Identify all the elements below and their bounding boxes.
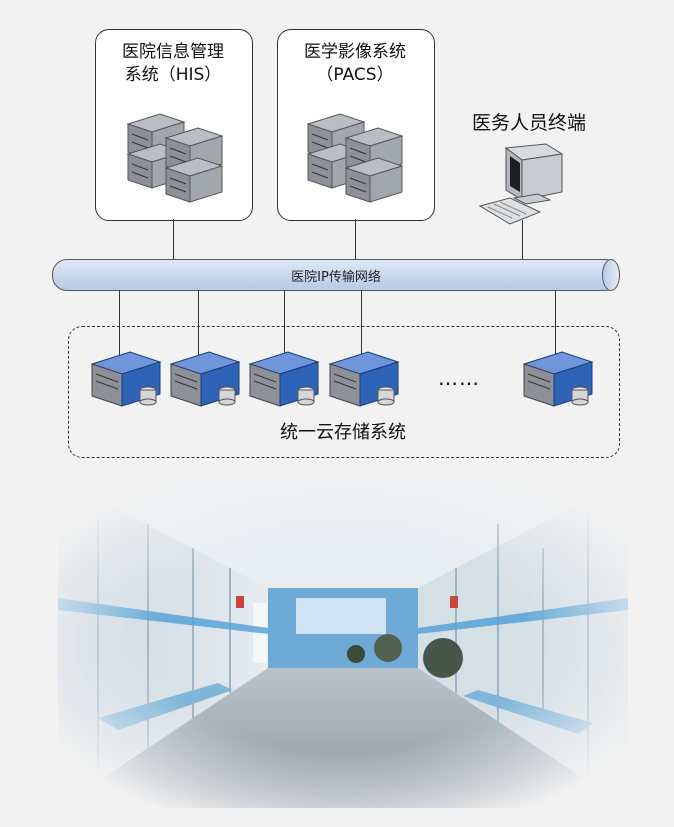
storage-server-icon <box>326 348 402 410</box>
storage-server-icon <box>88 348 164 410</box>
storage-server-icon <box>246 348 322 410</box>
bus-label: 医院IP传输网络 <box>291 270 381 285</box>
storage-server-icon <box>167 348 243 410</box>
pacs-connector-line <box>355 219 356 260</box>
cloud-storage-box <box>68 326 620 458</box>
hospital-corridor-photo <box>58 478 628 808</box>
pacs-label-line2: （PACS） <box>316 65 394 85</box>
pacs-label-line1: 医学影像系统 <box>304 42 406 62</box>
storage-server-icon <box>520 348 596 410</box>
his-connector-line <box>173 219 174 260</box>
storage-label: 统一云存储系统 <box>280 422 406 443</box>
his-server-stack-icon <box>120 110 230 205</box>
storage-ellipsis: …… <box>438 366 480 390</box>
terminal-connector-line <box>522 220 523 260</box>
computer-terminal-icon <box>476 142 576 232</box>
his-label-line1: 医院信息管理 <box>122 42 224 62</box>
storage-connector-line <box>284 290 285 358</box>
hospital-ip-network-bus: 医院IP传输网络 <box>52 259 620 291</box>
pacs-server-stack-icon <box>300 110 410 205</box>
storage-connector-line <box>361 290 362 358</box>
storage-connector-line <box>119 290 120 358</box>
storage-connector-line <box>555 290 556 358</box>
storage-connector-line <box>198 290 199 358</box>
terminal-label: 医务人员终端 <box>472 112 587 134</box>
his-label-line2: 系统（HIS） <box>124 65 222 85</box>
bus-end-cap <box>602 259 620 291</box>
